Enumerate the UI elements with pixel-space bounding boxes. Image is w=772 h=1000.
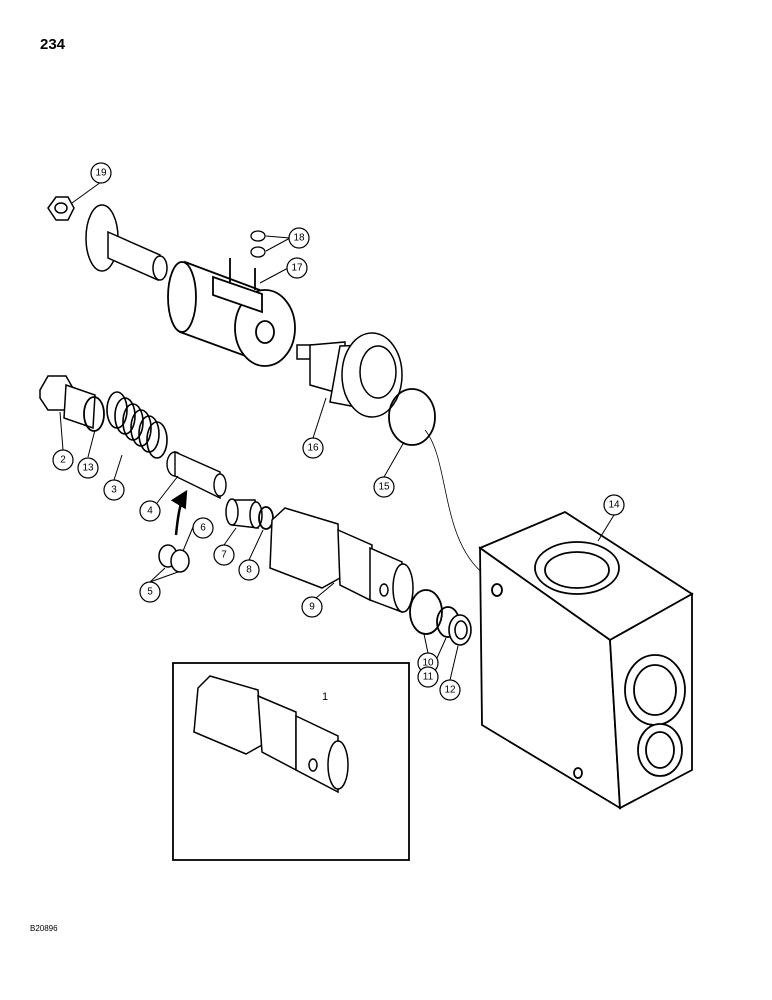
callout-7: 7 — [213, 544, 235, 566]
svg-text:18: 18 — [293, 233, 305, 244]
svg-text:12: 12 — [444, 685, 456, 696]
svg-text:16: 16 — [307, 443, 319, 454]
svg-text:17: 17 — [291, 263, 303, 274]
part-4-poppet — [166, 450, 227, 500]
svg-text:15: 15 — [378, 482, 390, 493]
callout-2: 2 — [52, 449, 74, 471]
callout-8: 8 — [238, 559, 260, 581]
svg-text:7: 7 — [221, 550, 227, 561]
callout-19: 19 — [90, 162, 112, 184]
part-15-oring — [388, 388, 436, 446]
svg-text:2: 2 — [60, 455, 66, 466]
part-3-spring — [106, 391, 168, 459]
part-19-nut — [47, 196, 75, 221]
callout-17: 17 — [286, 257, 308, 279]
part-8-oring — [258, 506, 274, 530]
callout-11: 11 — [417, 666, 439, 688]
inset-box: 1 — [172, 662, 410, 861]
part-13-oring — [83, 396, 105, 432]
callout-15: 15 — [373, 476, 395, 498]
svg-text:8: 8 — [246, 565, 252, 576]
callout-5: 5 — [139, 581, 161, 603]
svg-text:9: 9 — [309, 602, 315, 613]
svg-text:4: 4 — [147, 506, 153, 517]
callout-6: 6 — [192, 517, 214, 539]
svg-text:10: 10 — [422, 658, 434, 669]
part-16-cartridge — [296, 332, 403, 418]
page-number: 234 — [40, 36, 66, 53]
svg-text:11: 11 — [423, 672, 434, 683]
callout-4: 4 — [139, 500, 161, 522]
part-12-seal — [448, 614, 472, 646]
part-7-sleeve — [225, 498, 263, 529]
part-9-cartridge — [269, 507, 414, 614]
part-14-valve-body — [478, 510, 694, 810]
part-5-6-seals — [158, 544, 190, 573]
callout-12: 12 — [439, 679, 461, 701]
svg-text:14: 14 — [608, 500, 620, 511]
svg-text:5: 5 — [147, 587, 153, 598]
figure-code: B20896 — [30, 924, 58, 933]
assembly-arrow — [170, 489, 188, 536]
part-17-coil — [167, 258, 296, 367]
assembly-guide-line — [424, 429, 486, 576]
callout-14: 14 — [603, 494, 625, 516]
part-19-spacer — [85, 204, 168, 282]
callout-18: 18 — [288, 227, 310, 249]
part-18-nuts — [250, 230, 266, 258]
svg-text:19: 19 — [95, 168, 107, 179]
svg-text:13: 13 — [82, 463, 94, 474]
svg-text:6: 6 — [200, 523, 206, 534]
svg-text:3: 3 — [111, 485, 117, 496]
callout-13: 13 — [77, 457, 99, 479]
callout-9: 9 — [301, 596, 323, 618]
part-2-plug — [39, 375, 96, 430]
callout-3: 3 — [103, 479, 125, 501]
inset-cartridge-image — [193, 675, 349, 794]
part-10-oring — [409, 589, 443, 635]
callout-16: 16 — [302, 437, 324, 459]
inset-label: 1 — [322, 691, 328, 703]
leader-lines — [59, 181, 615, 681]
callouts: 19 18 17 16 15 2 13 3 4 6 5 7 8 9 10 11 … — [52, 162, 625, 701]
